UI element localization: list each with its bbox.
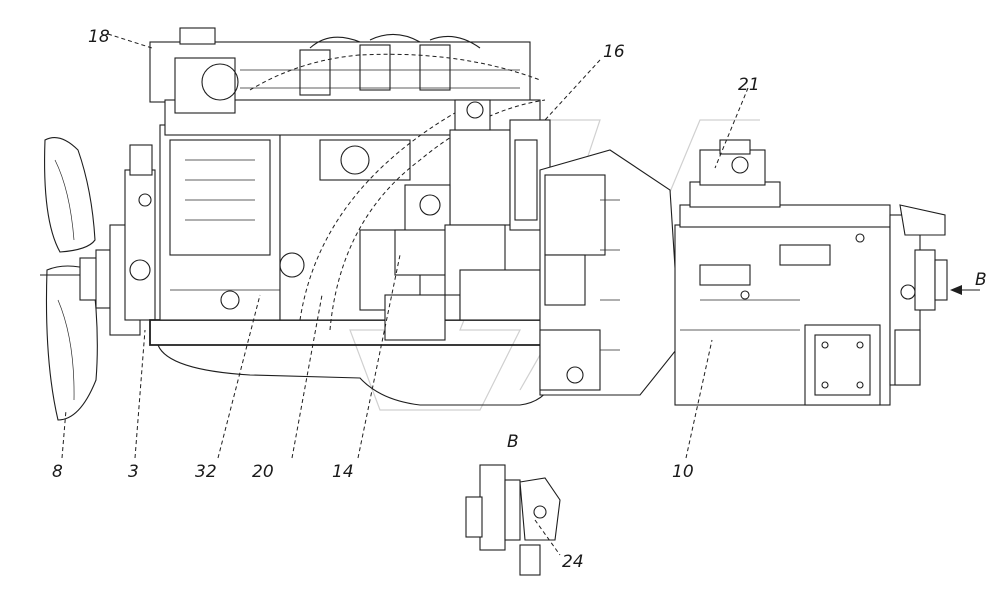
gearbox	[674, 139, 891, 406]
engine-front-cover	[109, 144, 156, 336]
leader-lines	[61, 33, 980, 459]
callout-32: 32	[195, 462, 217, 482]
callout-8: 8	[52, 462, 63, 482]
clutch-housing	[539, 149, 681, 396]
callout-16: 16	[603, 42, 625, 62]
callout-14: 14	[332, 462, 354, 482]
fuel-lines	[249, 53, 546, 331]
gearbox-output-flange	[889, 204, 948, 386]
fan	[40, 137, 111, 421]
callout-20: 20	[252, 462, 274, 482]
callout-21: 21	[738, 75, 760, 95]
callout-10: 10	[672, 462, 694, 482]
detail-view-v	[465, 464, 561, 576]
cylinder-head	[149, 27, 541, 136]
view-arrow-label-v: В	[975, 270, 987, 290]
view-marker-v: В	[507, 432, 519, 452]
callout-18: 18	[88, 27, 110, 47]
view-arrow-head	[950, 285, 962, 295]
callout-24: 24	[562, 552, 584, 572]
callout-3: 3	[128, 462, 139, 482]
